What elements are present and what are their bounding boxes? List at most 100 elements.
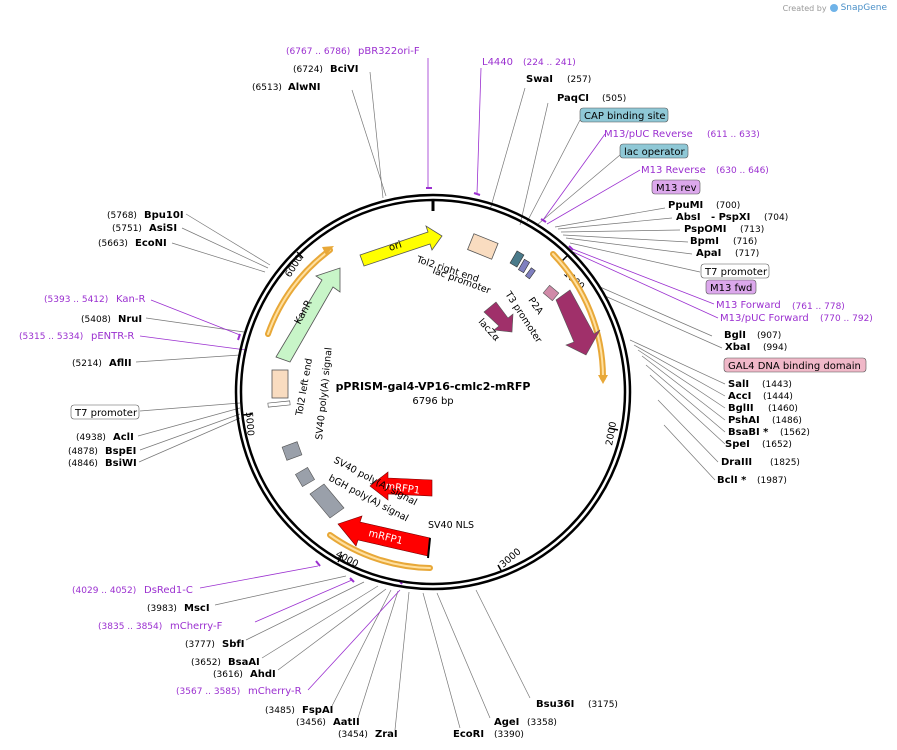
primer-name-mcherry-f[interactable]: mCherry-F xyxy=(170,621,223,632)
site-pos-bsu36i: (3175) xyxy=(588,700,618,710)
site-name-ppumi[interactable]: PpuMI xyxy=(668,200,703,211)
primer-name-m13-puc-reverse[interactable]: M13/pUC Reverse xyxy=(604,129,693,140)
feature-lacza[interactable] xyxy=(483,301,514,333)
box-t7-promoter-right[interactable]: T7 promoter xyxy=(700,263,770,279)
site-name-bpu10i[interactable]: Bpu10I xyxy=(144,210,184,221)
site-name-sali[interactable]: SalI xyxy=(728,379,749,390)
site-pos-bsiwi: (4846) xyxy=(68,459,98,469)
site-name-bsu36i[interactable]: Bsu36I xyxy=(536,699,574,710)
primer-name-m13-forward[interactable]: M13 Forward xyxy=(716,300,781,311)
site-name-bsiwi[interactable]: BsiWI xyxy=(105,458,137,469)
site-name-sbfi[interactable]: SbfI xyxy=(222,639,244,650)
tol2-left-label: Tol2 left end xyxy=(294,357,315,417)
site-pos-sbfi: (3777) xyxy=(185,640,215,650)
primer-name-m13-puc-forward[interactable]: M13/pUC Forward xyxy=(720,313,809,324)
site-name-acli[interactable]: AclI xyxy=(113,432,134,443)
feature-gal4-vp16[interactable] xyxy=(555,289,601,356)
primer-name-pbr322ori-f[interactable]: pBR322ori-F xyxy=(358,46,420,57)
site-name-spei[interactable]: SpeI xyxy=(725,439,750,450)
box-gal4-dbd[interactable]: GAL4 DNA binding domain xyxy=(723,357,867,373)
site-name-msci[interactable]: MscI xyxy=(184,603,210,614)
boxed-feature-labels: CAP binding site lac operator M13 rev T7… xyxy=(70,107,867,420)
site-name-econi[interactable]: EcoNI xyxy=(135,238,167,249)
site-pos-msci: (3983) xyxy=(147,604,177,614)
site-pos-bpu10i: (5768) xyxy=(107,211,137,221)
box-lac-operator-text: lac operator xyxy=(624,147,685,158)
tick-5000: 5000 xyxy=(243,411,256,436)
site-name-acci[interactable]: AccI xyxy=(728,391,751,402)
site-pos-zrai: (3454) xyxy=(338,730,368,740)
primer-pos-m13-puc-forward: (770 .. 792) xyxy=(820,314,873,324)
site-name-bsabi[interactable]: BsaBI * xyxy=(728,427,769,438)
site-name-nrui[interactable]: NruI xyxy=(118,314,142,325)
box-m13-rev-text: M13 rev xyxy=(656,183,697,194)
site-pos-aatii: (3456) xyxy=(296,718,326,728)
ori-label: ori xyxy=(388,239,404,253)
site-pos-bspei: (4878) xyxy=(68,447,98,457)
site-pos-nrui: (5408) xyxy=(81,315,111,325)
site-name-bcli[interactable]: BclI * xyxy=(717,475,747,486)
primer-name-kan-r[interactable]: Kan-R xyxy=(116,294,145,305)
site-name-asisi[interactable]: AsiSI xyxy=(149,223,177,234)
feature-mrfp1-outer[interactable]: mRFP1 xyxy=(337,515,431,559)
site-pos-bcivi: (6724) xyxy=(293,65,323,75)
plasmid-length: 6796 bp xyxy=(412,396,453,407)
site-name-xbai[interactable]: XbaI xyxy=(725,342,750,353)
feature-small-boxes[interactable] xyxy=(509,250,560,302)
box-lac-operator[interactable]: lac operator xyxy=(619,143,689,159)
primer-name-l4440[interactable]: L4440 xyxy=(482,57,513,68)
site-name-pshai[interactable]: PshAI xyxy=(728,415,760,426)
site-name-agei[interactable]: AgeI xyxy=(494,717,519,728)
primer-name-dsred1-c[interactable]: DsRed1-C xyxy=(144,585,193,596)
site-name-pspxi[interactable]: - PspXI xyxy=(711,212,750,223)
box-t7-promoter-right-text: T7 promoter xyxy=(704,267,768,278)
site-name-apai[interactable]: ApaI xyxy=(696,248,721,259)
tick-2000: 2000 xyxy=(604,421,619,447)
site-pos-xbai: (994) xyxy=(763,343,787,353)
site-name-ecori[interactable]: EcoRI xyxy=(453,729,484,740)
box-t7-promoter-left[interactable]: T7 promoter xyxy=(70,404,140,420)
feature-ori[interactable]: ori xyxy=(359,225,443,267)
primer-name-mcherry-r[interactable]: mCherry-R xyxy=(248,686,302,697)
primer-name-m13-reverse[interactable]: M13 Reverse xyxy=(641,165,706,176)
site-pos-draiii: (1825) xyxy=(770,458,800,468)
site-name-draiii[interactable]: DraIII xyxy=(721,457,752,468)
coordinate-ticks xyxy=(242,251,619,573)
primer-pos-m13-forward: (761 .. 778) xyxy=(792,302,845,312)
site-pos-swai: (257) xyxy=(567,75,591,85)
site-name-paqci[interactable]: PaqCI xyxy=(557,93,589,104)
box-m13-fwd[interactable]: M13 fwd xyxy=(705,279,757,295)
site-name-bgli[interactable]: BglI xyxy=(724,330,746,341)
feature-tol2-left[interactable] xyxy=(271,369,289,399)
site-name-aflii[interactable]: AflII xyxy=(109,358,132,369)
box-cap-binding-site[interactable]: CAP binding site xyxy=(579,107,669,123)
site-name-swai[interactable]: SwaI xyxy=(526,74,553,85)
site-name-bpmi[interactable]: BpmI xyxy=(690,236,719,247)
backbone-outer-ring xyxy=(234,193,632,591)
site-name-ahdi[interactable]: AhdI xyxy=(250,669,276,680)
primer-pos-mcherry-f: (3835 .. 3854) xyxy=(98,622,162,632)
site-pos-fspai: (3485) xyxy=(265,706,295,716)
primer-pos-kan-r: (5393 .. 5412) xyxy=(44,295,108,305)
feature-mrfp1-inner[interactable]: mRFP1 xyxy=(369,471,433,501)
primer-labels: (6767 .. 6786) pBR322ori-F L4440 (224 ..… xyxy=(19,46,873,697)
site-name-bglii[interactable]: BglII xyxy=(728,403,754,414)
site-name-aatii[interactable]: AatII xyxy=(333,717,360,728)
site-pos-bglii: (1460) xyxy=(768,404,798,414)
primer-pos-pbr322ori-f: (6767 .. 6786) xyxy=(286,47,350,57)
site-pos-bpmi: (716) xyxy=(733,237,757,247)
site-name-bsaai[interactable]: BsaAI xyxy=(228,657,260,668)
feature-tol2-right[interactable] xyxy=(467,233,499,260)
site-name-pspomi[interactable]: PspOMI xyxy=(684,224,726,235)
site-name-bcivi[interactable]: BciVI xyxy=(330,64,358,75)
primer-pos-mcherry-r: (3567 .. 3585) xyxy=(176,687,240,697)
site-name-alwni[interactable]: AlwNI xyxy=(288,82,321,93)
box-m13-rev[interactable]: M13 rev xyxy=(651,179,701,195)
site-name-absi[interactable]: AbsI xyxy=(676,212,701,223)
primer-name-pentr-r[interactable]: pENTR-R xyxy=(91,331,134,342)
feature-polya-boxes[interactable] xyxy=(281,441,345,519)
site-name-fspai[interactable]: FspAI xyxy=(302,705,333,716)
site-name-zrai[interactable]: ZraI xyxy=(375,729,398,740)
site-name-bspei[interactable]: BspEI xyxy=(105,446,136,457)
